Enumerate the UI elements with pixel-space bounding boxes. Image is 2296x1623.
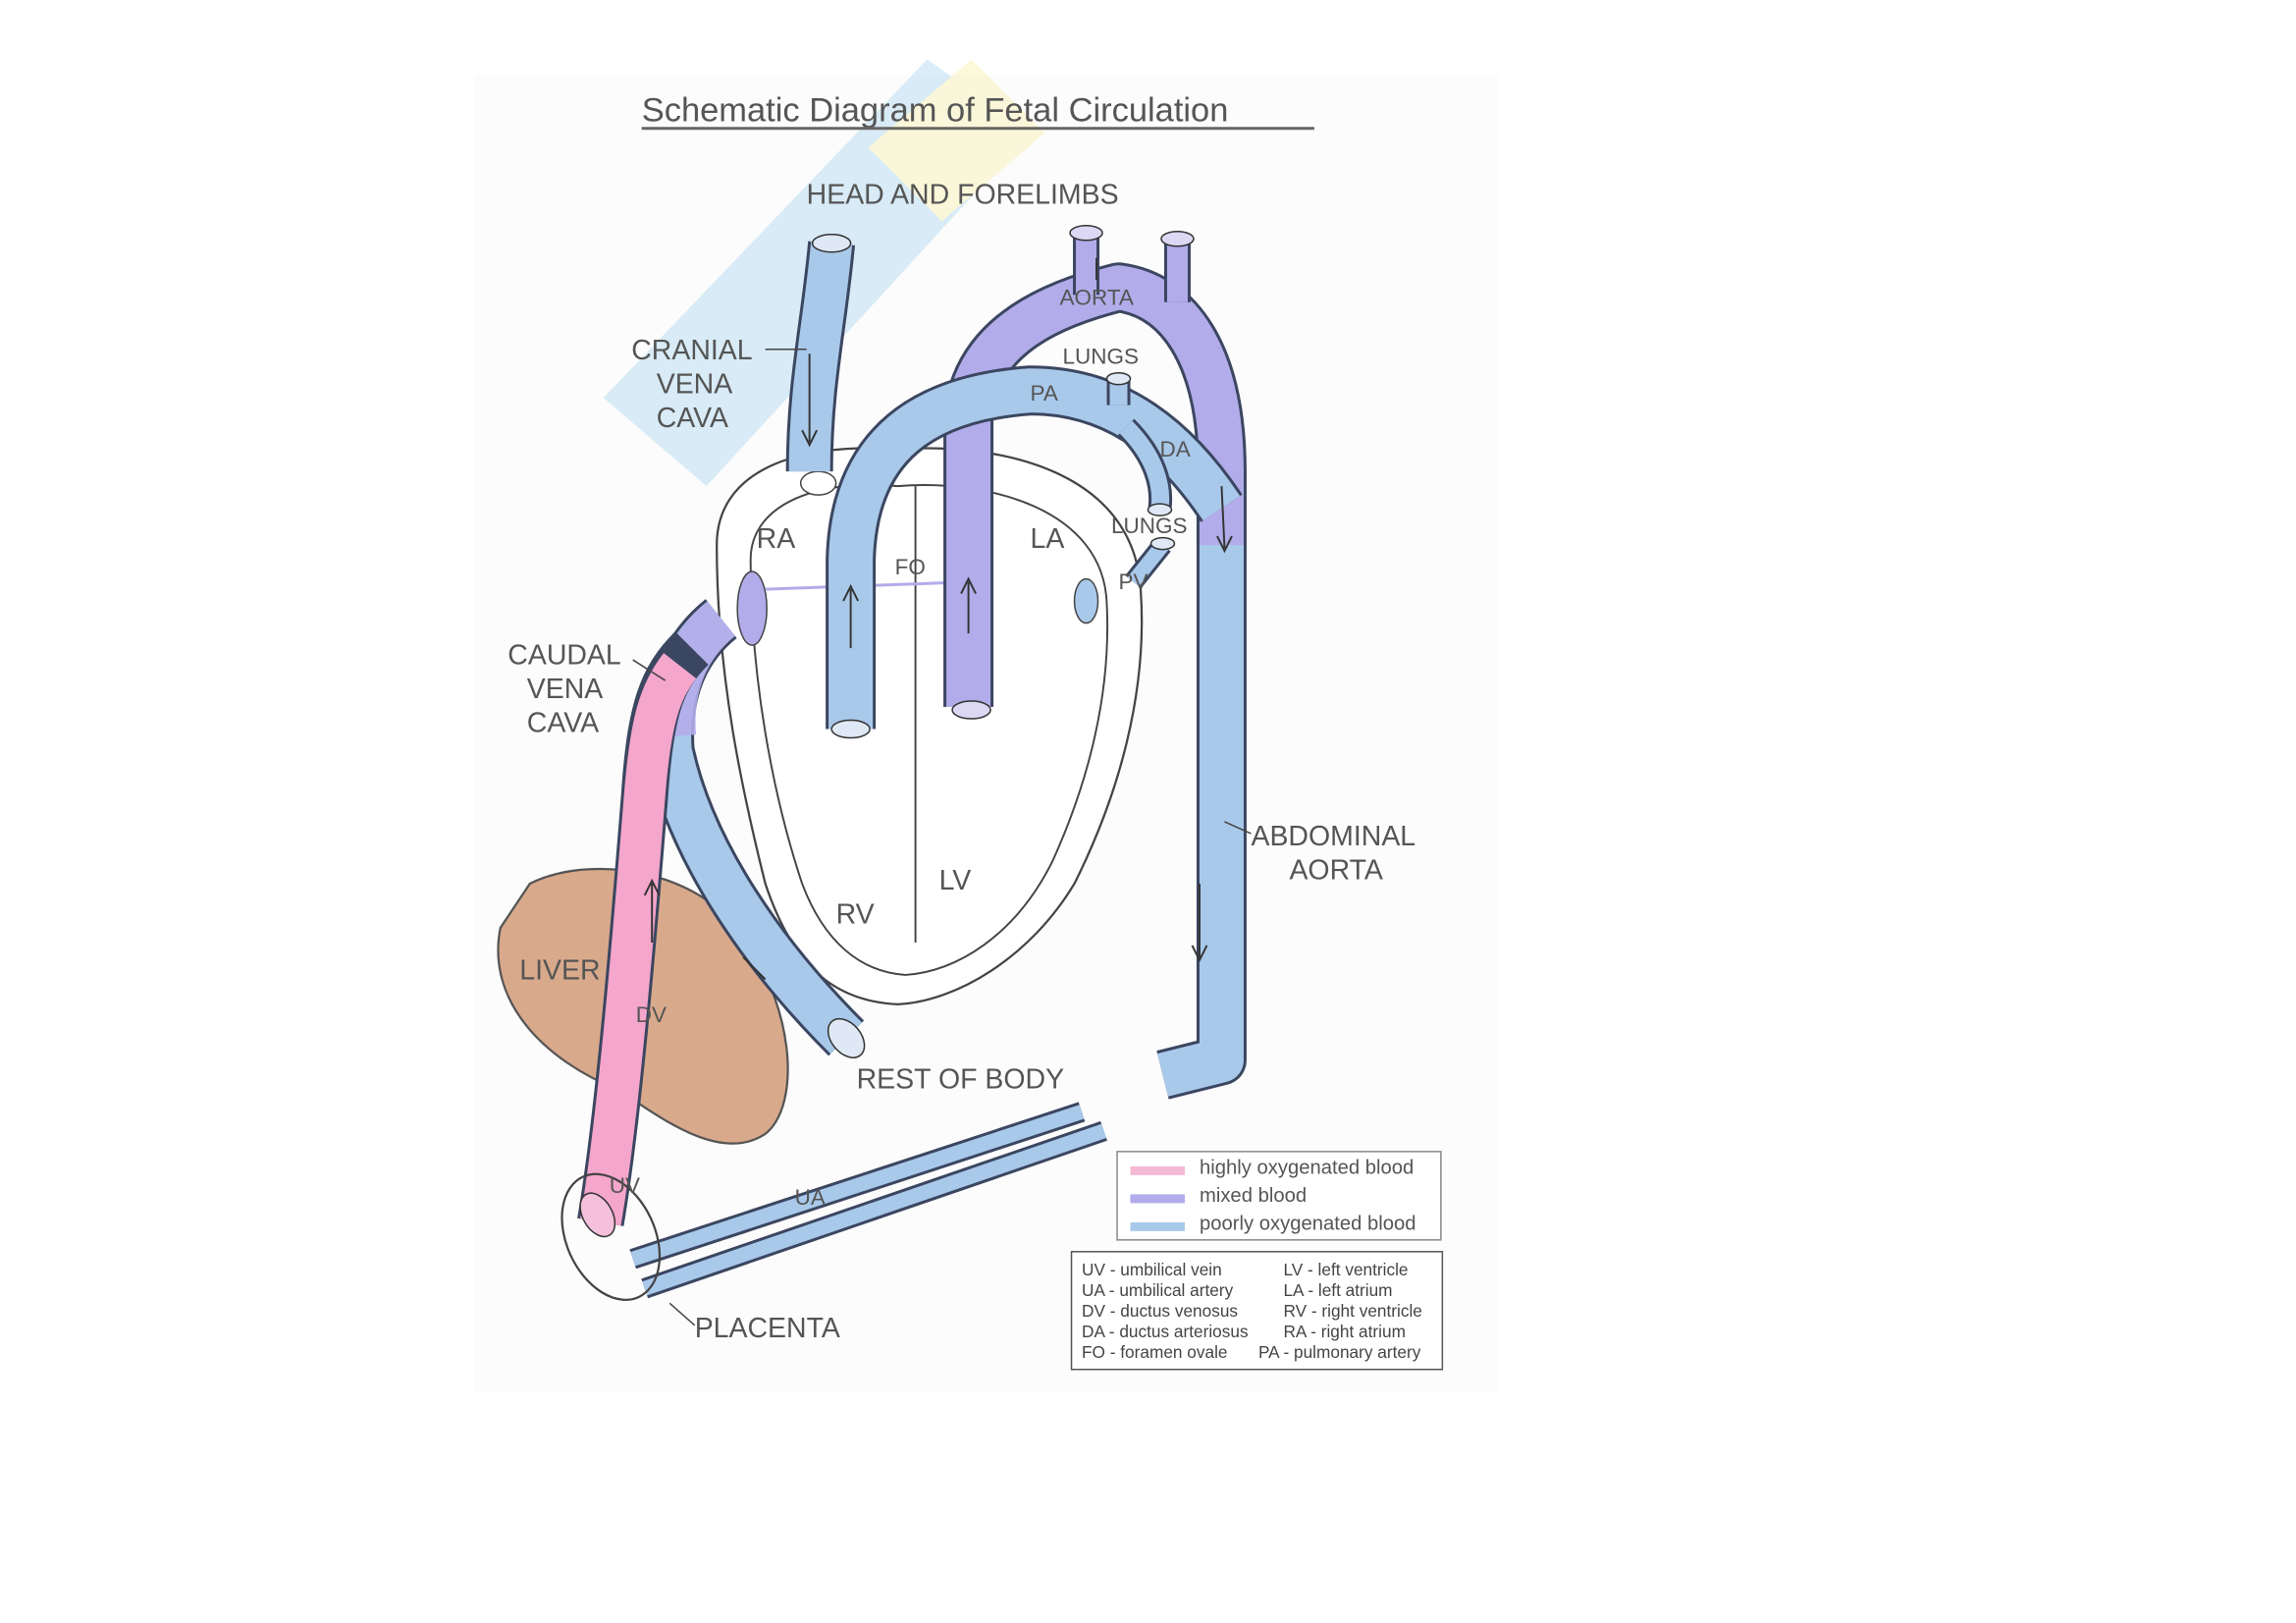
title-text: Schematic Diagram of Fetal Circulation xyxy=(642,91,1229,129)
abbreviation-entry: PA - pulmonary artery xyxy=(1258,1342,1421,1362)
label-liver: LIVER xyxy=(519,954,600,986)
label-placenta: PLACENTA xyxy=(695,1313,840,1344)
label-cranial-3: CAVA xyxy=(657,403,728,434)
svg-text:poorly oxygenated blood: poorly oxygenated blood xyxy=(1200,1213,1416,1234)
label-pv: PV xyxy=(1119,569,1148,594)
label-head: HEAD AND FORELIMBS xyxy=(807,179,1119,210)
legend-item-mixed: mixed blood xyxy=(1130,1185,1307,1207)
label-dv: DV xyxy=(636,1002,667,1027)
label-fo: FO xyxy=(895,555,926,579)
legend-item-highly-oxygenated: highly oxygenated blood xyxy=(1130,1157,1414,1178)
title: Schematic Diagram of Fetal Circulation xyxy=(642,91,1314,131)
abbreviation-entry: DA - ductus arteriosus xyxy=(1082,1322,1249,1341)
label-cranial-2: VENA xyxy=(657,369,733,401)
svg-text:mixed blood: mixed blood xyxy=(1200,1185,1307,1207)
label-cranial-1: CRANIAL xyxy=(631,335,752,366)
abbreviation-entry: FO - foramen ovale xyxy=(1082,1342,1227,1362)
color-legend: highly oxygenated blood mixed blood poor… xyxy=(1116,1151,1442,1241)
label-caudal-2: VENA xyxy=(527,674,604,705)
placenta xyxy=(561,1172,662,1301)
label-rv: RV xyxy=(836,898,875,930)
abbreviation-entry: LA - left atrium xyxy=(1283,1280,1392,1300)
label-lungs-side: LUNGS xyxy=(1111,514,1187,538)
label-da: DA xyxy=(1159,437,1190,461)
label-ua: UA xyxy=(795,1185,826,1210)
label-abdominal-1: ABDOMINAL xyxy=(1251,821,1415,852)
abbreviation-entry: UV - umbilical vein xyxy=(1082,1260,1222,1279)
abbreviation-key: UV - umbilical vein LV - left ventricle … xyxy=(1070,1251,1444,1371)
abbreviation-entry: DV - ductus venosus xyxy=(1082,1301,1238,1321)
label-ra: RA xyxy=(757,523,796,555)
label-lv: LV xyxy=(939,865,972,896)
label-abdominal-2: AORTA xyxy=(1289,854,1382,886)
abbreviation-entry: LV - left ventricle xyxy=(1283,1260,1408,1279)
label-lungs-top: LUNGS xyxy=(1063,345,1139,369)
label-aorta: AORTA xyxy=(1060,286,1134,310)
label-caudal-3: CAVA xyxy=(527,708,599,739)
flow-arrows xyxy=(643,257,1233,981)
abbreviation-entry: UA - umbilical artery xyxy=(1082,1280,1234,1300)
label-la: LA xyxy=(1031,523,1065,555)
label-caudal-1: CAUDAL xyxy=(507,640,620,672)
svg-text:highly oxygenated blood: highly oxygenated blood xyxy=(1200,1157,1414,1178)
label-rest-of-body: REST OF BODY xyxy=(857,1063,1064,1095)
abbreviation-entry: RV - right ventricle xyxy=(1283,1301,1421,1321)
label-pa: PA xyxy=(1031,381,1058,406)
label-uv: UV xyxy=(610,1173,640,1198)
legend-item-poorly-oxygenated: poorly oxygenated blood xyxy=(1130,1213,1416,1234)
abbreviation-entry: RA - right atrium xyxy=(1283,1322,1406,1341)
